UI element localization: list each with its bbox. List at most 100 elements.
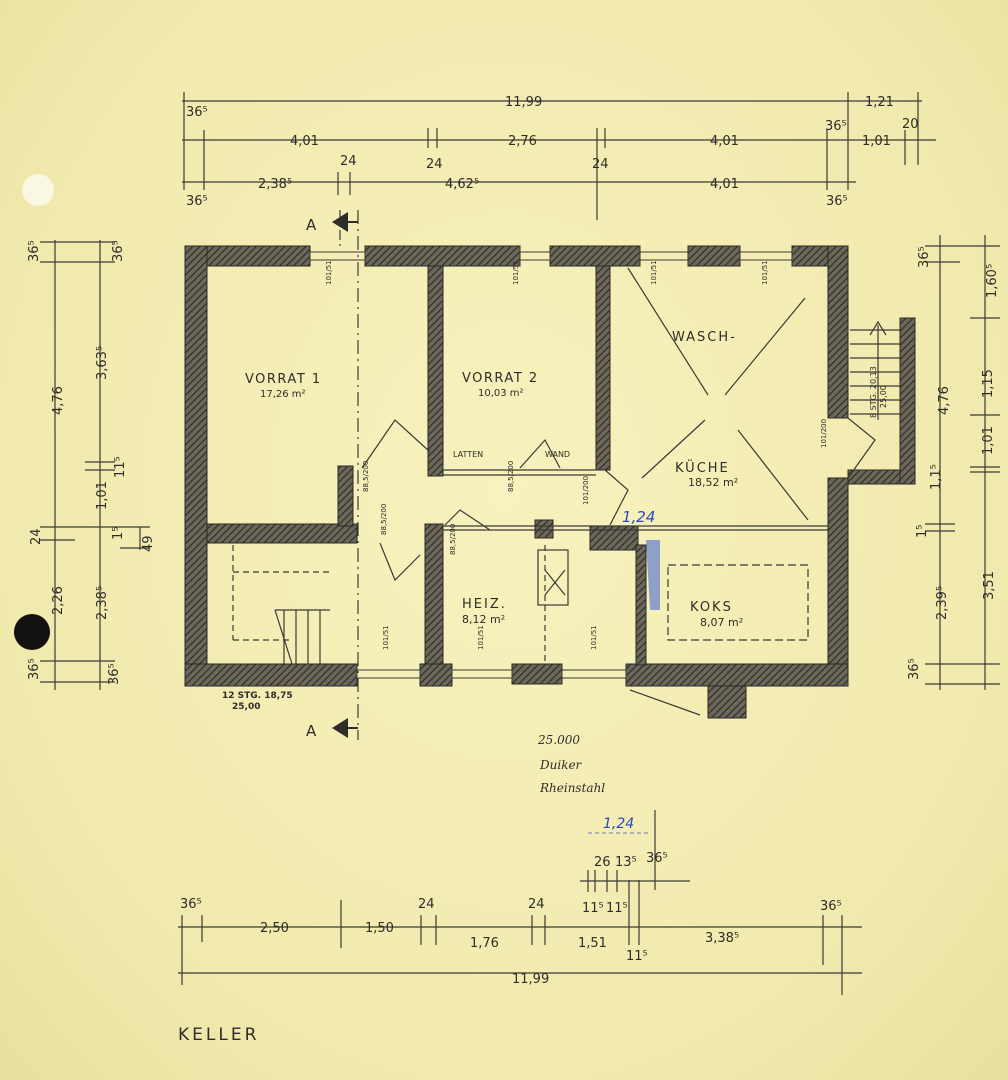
opening-label: 101/51 — [761, 260, 769, 285]
dimension-label: 24 — [528, 897, 545, 912]
dimension-label: 36⁵ — [111, 240, 126, 262]
section-label: A — [306, 722, 317, 740]
room-area-vorrat2: 10,03 m² — [478, 388, 524, 399]
opening-labels: 101/51 101/51 101/51 101/51 88,5/200 88,5/200… — [325, 260, 828, 650]
dimension-label: 4,62⁵ — [445, 177, 479, 192]
dimension-label: 24 — [340, 154, 357, 169]
dimension-label: 4,76 — [937, 386, 952, 415]
note-line1: 25.000 — [537, 733, 580, 747]
blue-annotation-dimension: 1,24 — [603, 816, 634, 832]
exterior-stair-steps-label: 8 STG. 20,13 — [869, 366, 878, 418]
dimension-label: 36⁵ — [907, 658, 922, 680]
dimension-label: 3,51 — [982, 571, 997, 600]
dimension-label: 4,76 — [51, 386, 66, 415]
dimension-label: 1,60⁵ — [985, 264, 1000, 298]
dimension-label: 1,01 — [95, 481, 110, 510]
room-name-waschkueche-1: WASCH- — [672, 330, 737, 345]
opening-label: 101/51 — [477, 625, 485, 650]
dimension-label: 3,63⁵ — [95, 346, 110, 380]
opening-label: 101/51 — [382, 625, 390, 650]
dimension-label: 3,38⁵ — [705, 931, 739, 946]
dimension-label: 1,01 — [862, 134, 891, 149]
dimension-label: 1,21 — [865, 95, 894, 110]
room-name-vorrat2: VORRAT 2 — [462, 371, 539, 386]
dimension-label: 11,99 — [512, 972, 549, 987]
dimension-label: 20 — [902, 117, 919, 132]
dimension-label: 36⁵ — [917, 246, 932, 268]
stair-steps-label: 12 STG. 18,75 — [222, 691, 293, 701]
room-name-waschkueche-2: KÜCHE — [675, 459, 730, 476]
dimension-label: 36⁵ — [107, 663, 122, 685]
opening-label: 88,5/200 — [380, 504, 388, 535]
exterior-stair-tread-label: 25,00 — [879, 385, 888, 408]
dimension-label: 49 — [141, 535, 156, 552]
plan-details — [232, 267, 900, 716]
blue-pencil-mark — [646, 540, 660, 610]
dimension-label: 36⁵ — [27, 658, 42, 680]
room-labels: VORRAT 1 17,26 m² VORRAT 2 10,03 m² WASC… — [222, 330, 888, 712]
room-area-waschkueche: 18,52 m² — [688, 476, 738, 489]
opening-label: 88,5/200 — [507, 461, 515, 492]
room-area-vorrat1: 17,26 m² — [260, 389, 306, 400]
ink-blot — [14, 614, 50, 650]
dimension-label: 24 — [29, 528, 44, 545]
dimension-label: 2,39⁵ — [935, 586, 950, 620]
note-line3: Rheinstahl — [539, 781, 605, 795]
dimension-label: 11,99 — [505, 95, 542, 110]
dimension-label: 36⁵ — [186, 105, 208, 120]
dimension-label: 1⁵ — [111, 527, 126, 540]
dimension-label: 36⁵ — [825, 119, 847, 134]
partition-label-latten: LATTEN — [453, 450, 483, 459]
dimension-label: 1,15 — [981, 369, 996, 398]
dimension-label: 4,01 — [290, 134, 319, 149]
dimension-label: 11⁵ — [606, 901, 628, 916]
opening-label: 101/200 — [820, 419, 828, 448]
room-area-heiz: 8,12 m² — [462, 613, 505, 626]
walls — [184, 245, 916, 719]
opening-label: 88,5/200 — [449, 524, 457, 555]
partition-label-wand: WAND — [545, 450, 570, 459]
dimension-label: 4,01 — [710, 134, 739, 149]
dimension-labels: 11,99 1,21 36⁵ 4,01 24 2,76 24 4,01 36⁵ 1,01 20 36⁵… — [27, 95, 1000, 987]
dimension-label: 2,26 — [51, 586, 66, 615]
opening-label: 88,5/200 — [362, 461, 370, 492]
dimension-label: 24 — [418, 897, 435, 912]
dimension-label: 13⁵ — [615, 855, 637, 870]
room-name-vorrat1: VORRAT 1 — [245, 372, 322, 387]
dimension-label: 36⁵ — [820, 899, 842, 914]
room-area-koks: 8,07 m² — [700, 616, 743, 629]
section-marker-top: A — [306, 212, 358, 234]
dimension-label: 24 — [592, 157, 609, 172]
dimension-label: 36⁵ — [180, 897, 202, 912]
room-name-koks: KOKS — [690, 600, 733, 615]
dimension-label: 11⁵ — [113, 456, 128, 478]
dimension-label: 1,76 — [470, 936, 499, 951]
plan-title: KELLER — [178, 1025, 259, 1045]
opening-label: 101/51 — [512, 260, 520, 285]
dimension-label: 2,38⁵ — [258, 177, 292, 192]
opening-label: 101/200 — [582, 476, 590, 505]
blue-annotation-plan: 1,24 — [622, 508, 655, 526]
dimension-label: 4,01 — [710, 177, 739, 192]
dimension-label: 1⁵ — [915, 525, 930, 538]
note-line2: Duiker — [539, 758, 583, 772]
dimension-label: 36⁵ — [27, 240, 42, 262]
dimension-label: 36⁵ — [646, 851, 668, 866]
dimension-label: 11⁵ — [626, 949, 648, 964]
dimension-label: 26 — [594, 855, 611, 870]
dimension-label: 11⁵ — [582, 901, 604, 916]
dimension-label: 1,51 — [578, 936, 607, 951]
stair-tread-label: 25,00 — [232, 702, 260, 712]
handwritten-notes: 25.000 Duiker Rheinstahl — [537, 733, 605, 795]
dimension-label: 36⁵ — [826, 194, 848, 209]
section-label: A — [306, 216, 317, 234]
room-name-heiz: HEIZ. — [462, 597, 507, 612]
dimension-label: 24 — [426, 157, 443, 172]
dimension-label: 1,01 — [981, 426, 996, 455]
section-marker-bottom: A — [306, 718, 358, 740]
dimension-label: 1,1⁵ — [929, 464, 944, 490]
dimension-label: 2,76 — [508, 134, 537, 149]
dimension-label: 2,38⁵ — [95, 586, 110, 620]
